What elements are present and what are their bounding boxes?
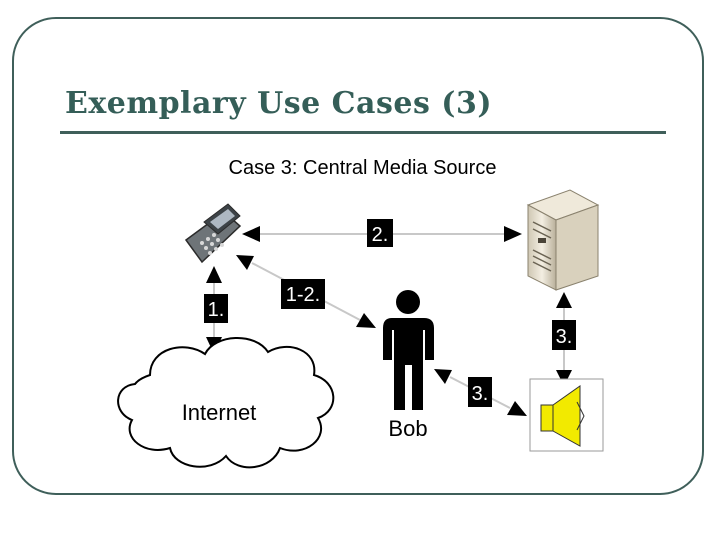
arrowhead-bob-end [356, 313, 376, 328]
svg-text:1-2.: 1-2. [286, 284, 320, 306]
mobile-phone-icon [184, 203, 242, 264]
arrowhead-up [556, 292, 572, 308]
arrowhead-bob-end [434, 369, 452, 384]
arrowhead-up [206, 266, 222, 283]
edge-label-phone-bob: 1-2. [281, 279, 325, 309]
edge-label-phone-server: 2. [367, 219, 393, 247]
slide-title: Exemplary Use Cases (3) [65, 86, 493, 121]
arrowhead-left [242, 226, 260, 242]
svg-text:2.: 2. [372, 224, 389, 246]
bob-label: Bob [388, 416, 427, 441]
diagram-subtitle: Case 3: Central Media Source [228, 157, 497, 179]
edge-label-server-speaker: 3. [552, 320, 576, 350]
edge-label-phone-internet: 1. [204, 294, 228, 323]
arrowhead-right [504, 226, 522, 242]
server-tower-icon [526, 189, 600, 291]
svg-text:3.: 3. [472, 383, 489, 405]
internet-label: Internet [182, 400, 257, 425]
cloud-icon: Internet [117, 337, 335, 469]
person-icon: Bob [383, 290, 434, 441]
arrowhead-down [556, 370, 572, 386]
svg-text:3.: 3. [556, 326, 573, 348]
svg-text:1.: 1. [208, 299, 225, 321]
speaker-icon [529, 378, 604, 452]
edge-label-bob-speaker: 3. [468, 377, 492, 407]
arrowhead-speaker-end [507, 401, 527, 416]
title-divider [60, 131, 666, 134]
arrowhead-phone-end [236, 255, 254, 270]
